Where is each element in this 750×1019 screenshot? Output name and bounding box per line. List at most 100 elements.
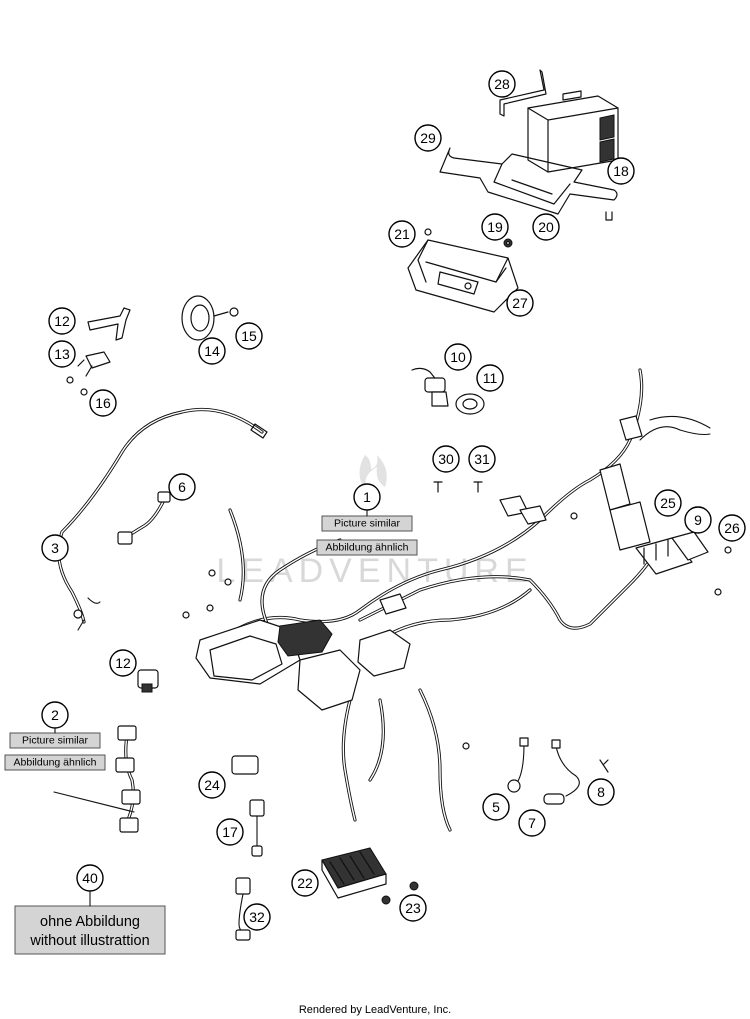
svg-text:15: 15: [241, 328, 257, 344]
horn: [181, 295, 239, 341]
svg-text:9: 9: [694, 512, 702, 528]
callout-31: 31: [468, 445, 496, 473]
svg-text:Picture similar: Picture similar: [22, 735, 88, 747]
svg-text:22: 22: [297, 875, 313, 891]
svg-text:23: 23: [405, 900, 421, 916]
connector-24: [231, 755, 259, 775]
screws-30-31: [433, 481, 483, 493]
callout-1: 1: [353, 483, 381, 511]
svg-text:2: 2: [51, 707, 59, 723]
svg-text:26: 26: [724, 520, 740, 536]
callout-24: 24: [198, 771, 226, 799]
callout-14: 14: [198, 337, 226, 365]
sensor-cable-6: [117, 491, 171, 545]
callout-16: 16: [89, 389, 117, 417]
sensor-7: [543, 739, 580, 805]
battery-strap: [499, 69, 547, 117]
fuse-box: [635, 531, 732, 596]
svg-text:11: 11: [483, 370, 498, 386]
svg-text:Abbildung ähnlich: Abbildung ähnlich: [326, 542, 409, 554]
callout-8: 8: [587, 778, 615, 806]
main-wiring-harness: [182, 368, 711, 832]
fuse-box-holder: [407, 228, 519, 313]
svg-text:8: 8: [597, 784, 605, 800]
svg-text:12: 12: [115, 655, 131, 671]
svg-text:ohne Abbildung: ohne Abbildung: [40, 914, 140, 930]
svg-text:30: 30: [438, 451, 454, 467]
battery-tray: [439, 147, 618, 221]
svg-text:5: 5: [492, 799, 500, 815]
voltage-regulator: [321, 847, 419, 905]
callout-2: 2: [41, 701, 69, 729]
svg-text:13: 13: [54, 346, 70, 362]
svg-text:27: 27: [512, 295, 528, 311]
svg-text:6: 6: [178, 479, 186, 495]
note-abbildung-aehnlich-1: Abbildung ähnlich: [316, 539, 418, 556]
callout-40: 40: [76, 864, 104, 892]
callout-32: 32: [243, 903, 271, 931]
footer-credit: Rendered by LeadVenture, Inc.: [299, 1004, 451, 1016]
svg-text:16: 16: [95, 395, 111, 411]
note-abbildung-aehnlich-2: Abbildung ähnlich: [4, 754, 106, 771]
cable-32: [235, 877, 251, 941]
svg-text:19: 19: [487, 219, 503, 235]
leader-lines: [54, 509, 368, 907]
callout-12b: 12: [109, 649, 137, 677]
svg-text:31: 31: [474, 451, 490, 467]
callout-28: 28: [488, 70, 516, 98]
callout-27: 27: [506, 289, 534, 317]
callout-22: 22: [291, 869, 319, 897]
sensor-5: [507, 737, 529, 793]
callout-6: 6: [168, 473, 196, 501]
cable-tie-8: [599, 759, 609, 773]
callout-19: 19: [481, 213, 509, 241]
svg-text:20: 20: [538, 219, 554, 235]
callout-10: 10: [444, 343, 472, 371]
battery: [527, 90, 619, 173]
callout-7: 7: [518, 809, 546, 837]
svg-text:7: 7: [528, 815, 536, 831]
callout-9: 9: [684, 506, 712, 534]
callout-11: 11: [476, 364, 504, 392]
callout-17: 17: [216, 818, 244, 846]
relay-bracket: [66, 307, 131, 396]
callout-13: 13: [48, 340, 76, 368]
ground-cable: [57, 407, 268, 631]
callout-29: 29: [414, 124, 442, 152]
callout-18: 18: [607, 157, 635, 185]
without-illustration-box: ohne Abbildung without illustrattion: [14, 905, 166, 955]
note-picture-similar-2: Picture similar: [9, 732, 101, 749]
svg-text:3: 3: [51, 540, 59, 556]
svg-text:32: 32: [249, 909, 265, 925]
callout-12a: 12: [48, 307, 76, 335]
callout-5: 5: [482, 793, 510, 821]
watermark-text: LEADVENTURE: [216, 552, 533, 590]
svg-text:18: 18: [613, 163, 629, 179]
ignition-lock: [411, 367, 485, 415]
svg-text:12: 12: [54, 313, 70, 329]
svg-text:21: 21: [394, 226, 410, 242]
cable-17: [249, 799, 265, 857]
svg-text:Abbildung ähnlich: Abbildung ähnlich: [14, 757, 97, 769]
callout-20: 20: [532, 213, 560, 241]
svg-text:Picture similar: Picture similar: [334, 518, 400, 530]
svg-text:10: 10: [450, 349, 466, 365]
svg-text:1: 1: [363, 489, 371, 505]
svg-text:28: 28: [494, 76, 510, 92]
svg-text:14: 14: [204, 343, 220, 359]
callout-21: 21: [388, 220, 416, 248]
svg-text:24: 24: [204, 777, 220, 793]
svg-text:without illustrattion: without illustrattion: [29, 933, 149, 949]
relay-12: [137, 669, 159, 693]
callout-30: 30: [432, 445, 460, 473]
note-picture-similar-1: Picture similar: [321, 515, 413, 532]
callout-25: 25: [654, 489, 682, 517]
callout-3: 3: [41, 534, 69, 562]
svg-text:25: 25: [660, 495, 676, 511]
wiring-harness-2: [53, 725, 141, 833]
callout-26: 26: [718, 514, 746, 542]
svg-text:40: 40: [82, 870, 98, 886]
callout-23: 23: [399, 894, 427, 922]
callout-15: 15: [235, 322, 263, 350]
